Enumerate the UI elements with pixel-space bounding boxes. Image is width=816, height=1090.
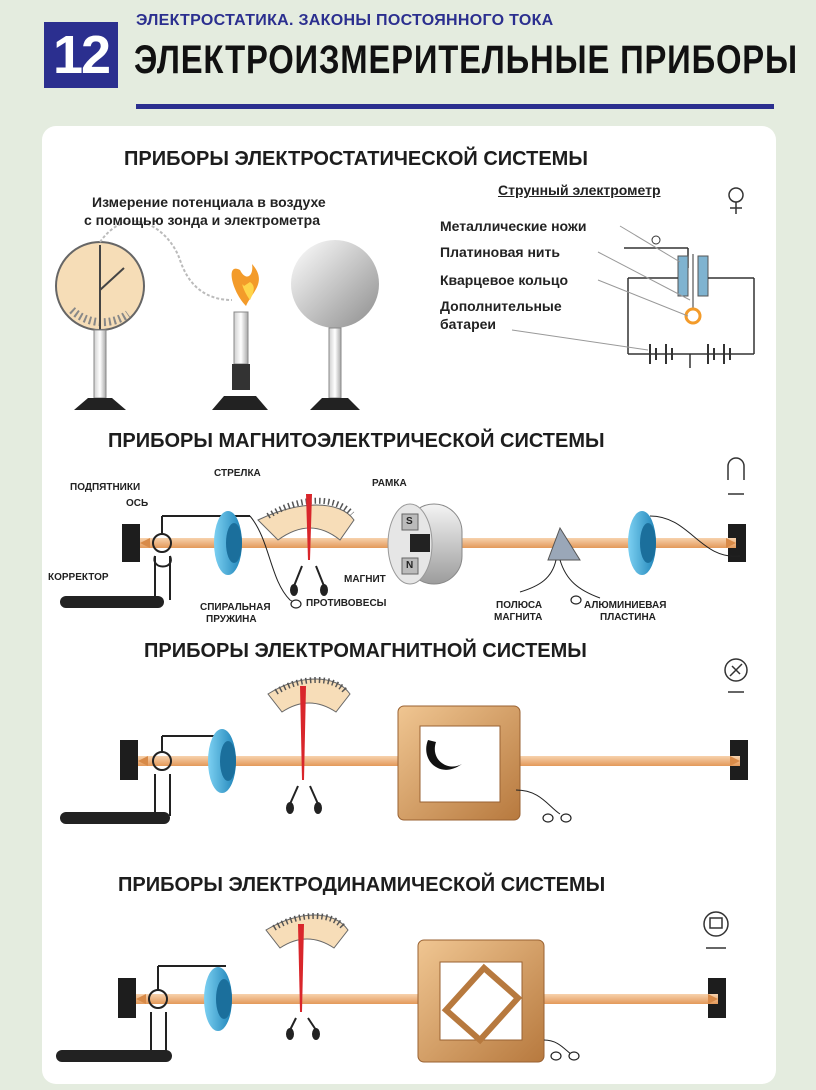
heading-electrostatic: ПРИБОРЫ ЭЛЕКТРОСТАТИЧЕСКОЙ СИСТЕМЫ	[124, 148, 588, 170]
probe-caption-line2: с помощью зонда и электрометра	[84, 212, 320, 228]
title-underline	[136, 104, 774, 109]
label-poles-line1: ПОЛЮСА	[496, 600, 543, 611]
label-pole-s: S	[406, 516, 413, 527]
probe-wire	[99, 220, 233, 301]
label-platinum-thread: Платиновая нить	[440, 244, 561, 260]
heading-electromagnetic: ПРИБОРЫ ЭЛЕКТРОМАГНИТНОЙ СИСТЕМЫ	[144, 640, 587, 662]
schematic-leader-lines	[511, 225, 691, 351]
label-pole-n: N	[406, 560, 414, 571]
burner-with-flame	[212, 264, 268, 410]
label-batteries-line1: Дополнительные	[440, 298, 562, 314]
electrodynamic-mechanism	[56, 913, 726, 1063]
chapter-subtitle: ЭЛЕКТРОСТАТИКА. ЗАКОНЫ ПОСТОЯННОГО ТОКА	[136, 12, 554, 29]
string-electrometer-schematic	[624, 235, 755, 368]
label-bearings: ПОДПЯТНИКИ	[70, 482, 141, 493]
probe-caption-line1: Измерение потенциала в воздухе	[92, 194, 326, 210]
label-aluminium-line1: АЛЮМИНИЕВАЯ	[584, 600, 667, 611]
label-frame: РАМКА	[372, 478, 407, 489]
electromagnetic-symbol-icon	[724, 658, 748, 693]
section-number-badge: 12	[44, 22, 118, 88]
label-poles-line2: МАГНИТА	[494, 612, 543, 623]
electrodynamic-symbol-icon	[703, 911, 729, 949]
label-counterweights: ПРОТИВОВЕСЫ	[306, 598, 387, 609]
electrometer-dial	[55, 241, 145, 410]
label-spring-line1: СПИРАЛЬНАЯ	[200, 602, 271, 613]
magnetoelectric-symbol-icon	[727, 457, 745, 495]
magnetoelectric-mechanism	[60, 494, 746, 608]
label-magnet: МАГНИТ	[344, 574, 386, 585]
string-electrometer-title: Струнный электрометр	[498, 182, 661, 198]
label-batteries-line2: батареи	[440, 316, 497, 332]
page-title: ЭЛЕКТРОИЗМЕРИТЕЛЬНЫЕ ПРИБОРЫ	[134, 38, 798, 82]
terminal-symbols	[290, 595, 582, 1061]
label-quartz-ring: Кварцевое кольцо	[440, 272, 569, 288]
label-aluminium-line2: ПЛАСТИНА	[600, 612, 656, 623]
label-axis: ОСЬ	[126, 498, 149, 509]
label-metal-knives: Металлические ножи	[440, 218, 587, 234]
electrostatic-symbol-icon	[728, 187, 744, 214]
header: 12 ЭЛЕКТРОСТАТИКА. ЗАКОНЫ ПОСТОЯННОГО ТО…	[0, 0, 816, 120]
heading-electrodynamic: ПРИБОРЫ ЭЛЕКТРОДИНАМИЧЕСКОЙ СИСТЕМЫ	[118, 874, 606, 896]
conductor-sphere	[291, 240, 379, 410]
content-panel	[42, 126, 776, 1084]
label-pointer: СТРЕЛКА	[214, 468, 261, 479]
label-corrector: КОРРЕКТОР	[48, 572, 109, 583]
electromagnetic-mechanism	[60, 677, 748, 824]
heading-magnetoelectric: ПРИБОРЫ МАГНИТОЭЛЕКТРИЧЕСКОЙ СИСТЕМЫ	[108, 430, 605, 452]
label-spring-line2: ПРУЖИНА	[206, 614, 257, 625]
